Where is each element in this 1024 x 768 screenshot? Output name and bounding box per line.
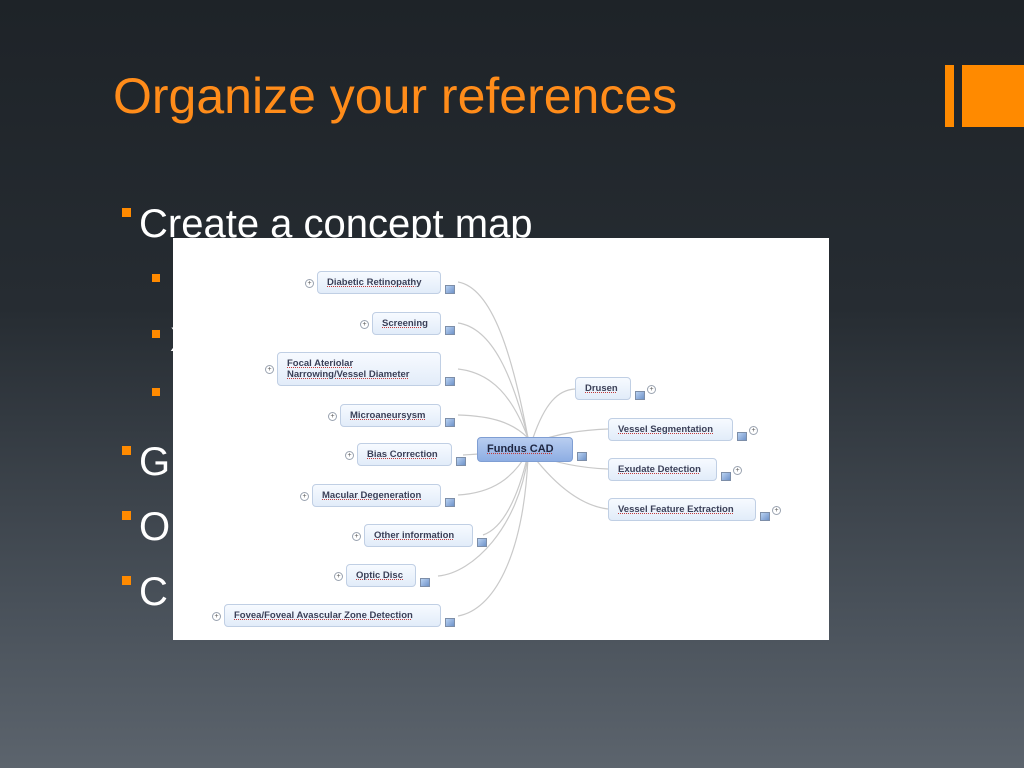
concept-node-label: Optic Disc — [356, 570, 403, 581]
bullet-square-icon — [122, 445, 131, 455]
concept-node-label: Vessel Segmentation — [618, 424, 714, 435]
concept-node-label: Focal Ateriolar Narrowing/Vessel Diamete… — [287, 358, 410, 380]
concept-node-right-3[interactable]: Vessel Feature Extraction — [608, 498, 756, 521]
bullet-square-icon — [122, 510, 131, 520]
concept-node-label: Fovea/Foveal Avascular Zone Detection — [234, 610, 413, 621]
concept-map-links — [437, 281, 609, 617]
plus-circle-icon[interactable]: + — [300, 491, 309, 501]
concept-node-right-1[interactable]: Vessel Segmentation — [608, 418, 733, 441]
accent-bar-decoration — [945, 65, 954, 127]
note-icon[interactable] — [721, 472, 731, 481]
note-icon[interactable] — [445, 377, 455, 386]
concept-node-label: Other information — [374, 530, 455, 541]
concept-node-center[interactable]: Fundus CAD — [477, 437, 573, 462]
note-icon[interactable] — [445, 618, 455, 627]
plus-circle-icon[interactable]: + — [749, 425, 758, 435]
sub-bullet-item — [152, 264, 170, 304]
plus-circle-icon[interactable]: + — [328, 411, 337, 421]
concept-node-right-0[interactable]: Drusen — [575, 377, 631, 400]
bullet-text: O — [139, 505, 171, 549]
note-icon[interactable] — [737, 432, 747, 441]
plus-circle-icon[interactable]: + — [772, 505, 781, 515]
bullet-text: C — [139, 570, 168, 614]
note-icon[interactable] — [577, 452, 587, 461]
concept-node-left-2[interactable]: Focal Ateriolar Narrowing/Vessel Diamete… — [277, 352, 441, 386]
note-icon[interactable] — [445, 285, 455, 294]
note-icon[interactable] — [445, 326, 455, 335]
slide-title: Organize your references — [113, 68, 678, 124]
note-icon[interactable] — [445, 418, 455, 427]
note-icon[interactable] — [456, 457, 466, 466]
concept-node-label: Vessel Feature Extraction — [618, 504, 734, 515]
concept-node-label: Exudate Detection — [618, 464, 701, 475]
accent-block-decoration — [962, 65, 1024, 127]
note-icon[interactable] — [760, 512, 770, 521]
plus-circle-icon[interactable]: + — [265, 365, 274, 374]
concept-map-image: Diabetic Retinopathy + Screening + Focal Ate… — [173, 238, 829, 640]
bullet-square-icon — [152, 388, 160, 397]
bullet-text: G — [139, 440, 171, 484]
concept-node-left-3[interactable]: Microaneursysm — [340, 404, 441, 427]
concept-node-label: Screening — [382, 318, 428, 329]
bullet-square-icon — [152, 330, 160, 339]
concept-node-left-5[interactable]: Macular Degeneration — [312, 484, 441, 507]
bullet-item: C — [122, 568, 168, 616]
plus-circle-icon[interactable]: + — [733, 465, 742, 475]
concept-node-left-0[interactable]: Diabetic Retinopathy — [317, 271, 441, 294]
concept-node-label: Drusen — [585, 383, 618, 394]
plus-circle-icon[interactable]: + — [305, 278, 314, 288]
sub-bullet-item — [152, 378, 170, 418]
bullet-item: O — [122, 503, 170, 551]
bullet-item: G — [122, 438, 170, 486]
plus-circle-icon[interactable]: + — [334, 571, 343, 581]
plus-circle-icon[interactable]: + — [345, 450, 354, 460]
concept-node-left-1[interactable]: Screening — [372, 312, 441, 335]
concept-node-label: Microaneursysm — [350, 410, 426, 421]
bullet-square-icon — [122, 207, 131, 217]
note-icon[interactable] — [420, 578, 430, 587]
concept-node-left-6[interactable]: Other information — [364, 524, 473, 547]
bullet-square-icon — [122, 575, 131, 585]
concept-node-left-4[interactable]: Bias Correction — [357, 443, 452, 466]
concept-node-label: Diabetic Retinopathy — [327, 277, 422, 288]
plus-circle-icon[interactable]: + — [212, 611, 221, 621]
note-icon[interactable] — [635, 391, 645, 400]
bullet-square-icon — [152, 274, 160, 283]
plus-circle-icon[interactable]: + — [647, 384, 656, 394]
plus-circle-icon[interactable]: + — [352, 531, 361, 541]
plus-circle-icon[interactable]: + — [360, 319, 369, 329]
note-icon[interactable] — [477, 538, 487, 547]
concept-node-right-2[interactable]: Exudate Detection — [608, 458, 717, 481]
concept-node-label: Bias Correction — [367, 449, 438, 460]
concept-node-label: Fundus CAD — [487, 443, 554, 455]
concept-node-label: Macular Degeneration — [322, 490, 422, 501]
concept-node-left-7[interactable]: Optic Disc — [346, 564, 416, 587]
concept-node-left-8[interactable]: Fovea/Foveal Avascular Zone Detection — [224, 604, 441, 627]
note-icon[interactable] — [445, 498, 455, 507]
